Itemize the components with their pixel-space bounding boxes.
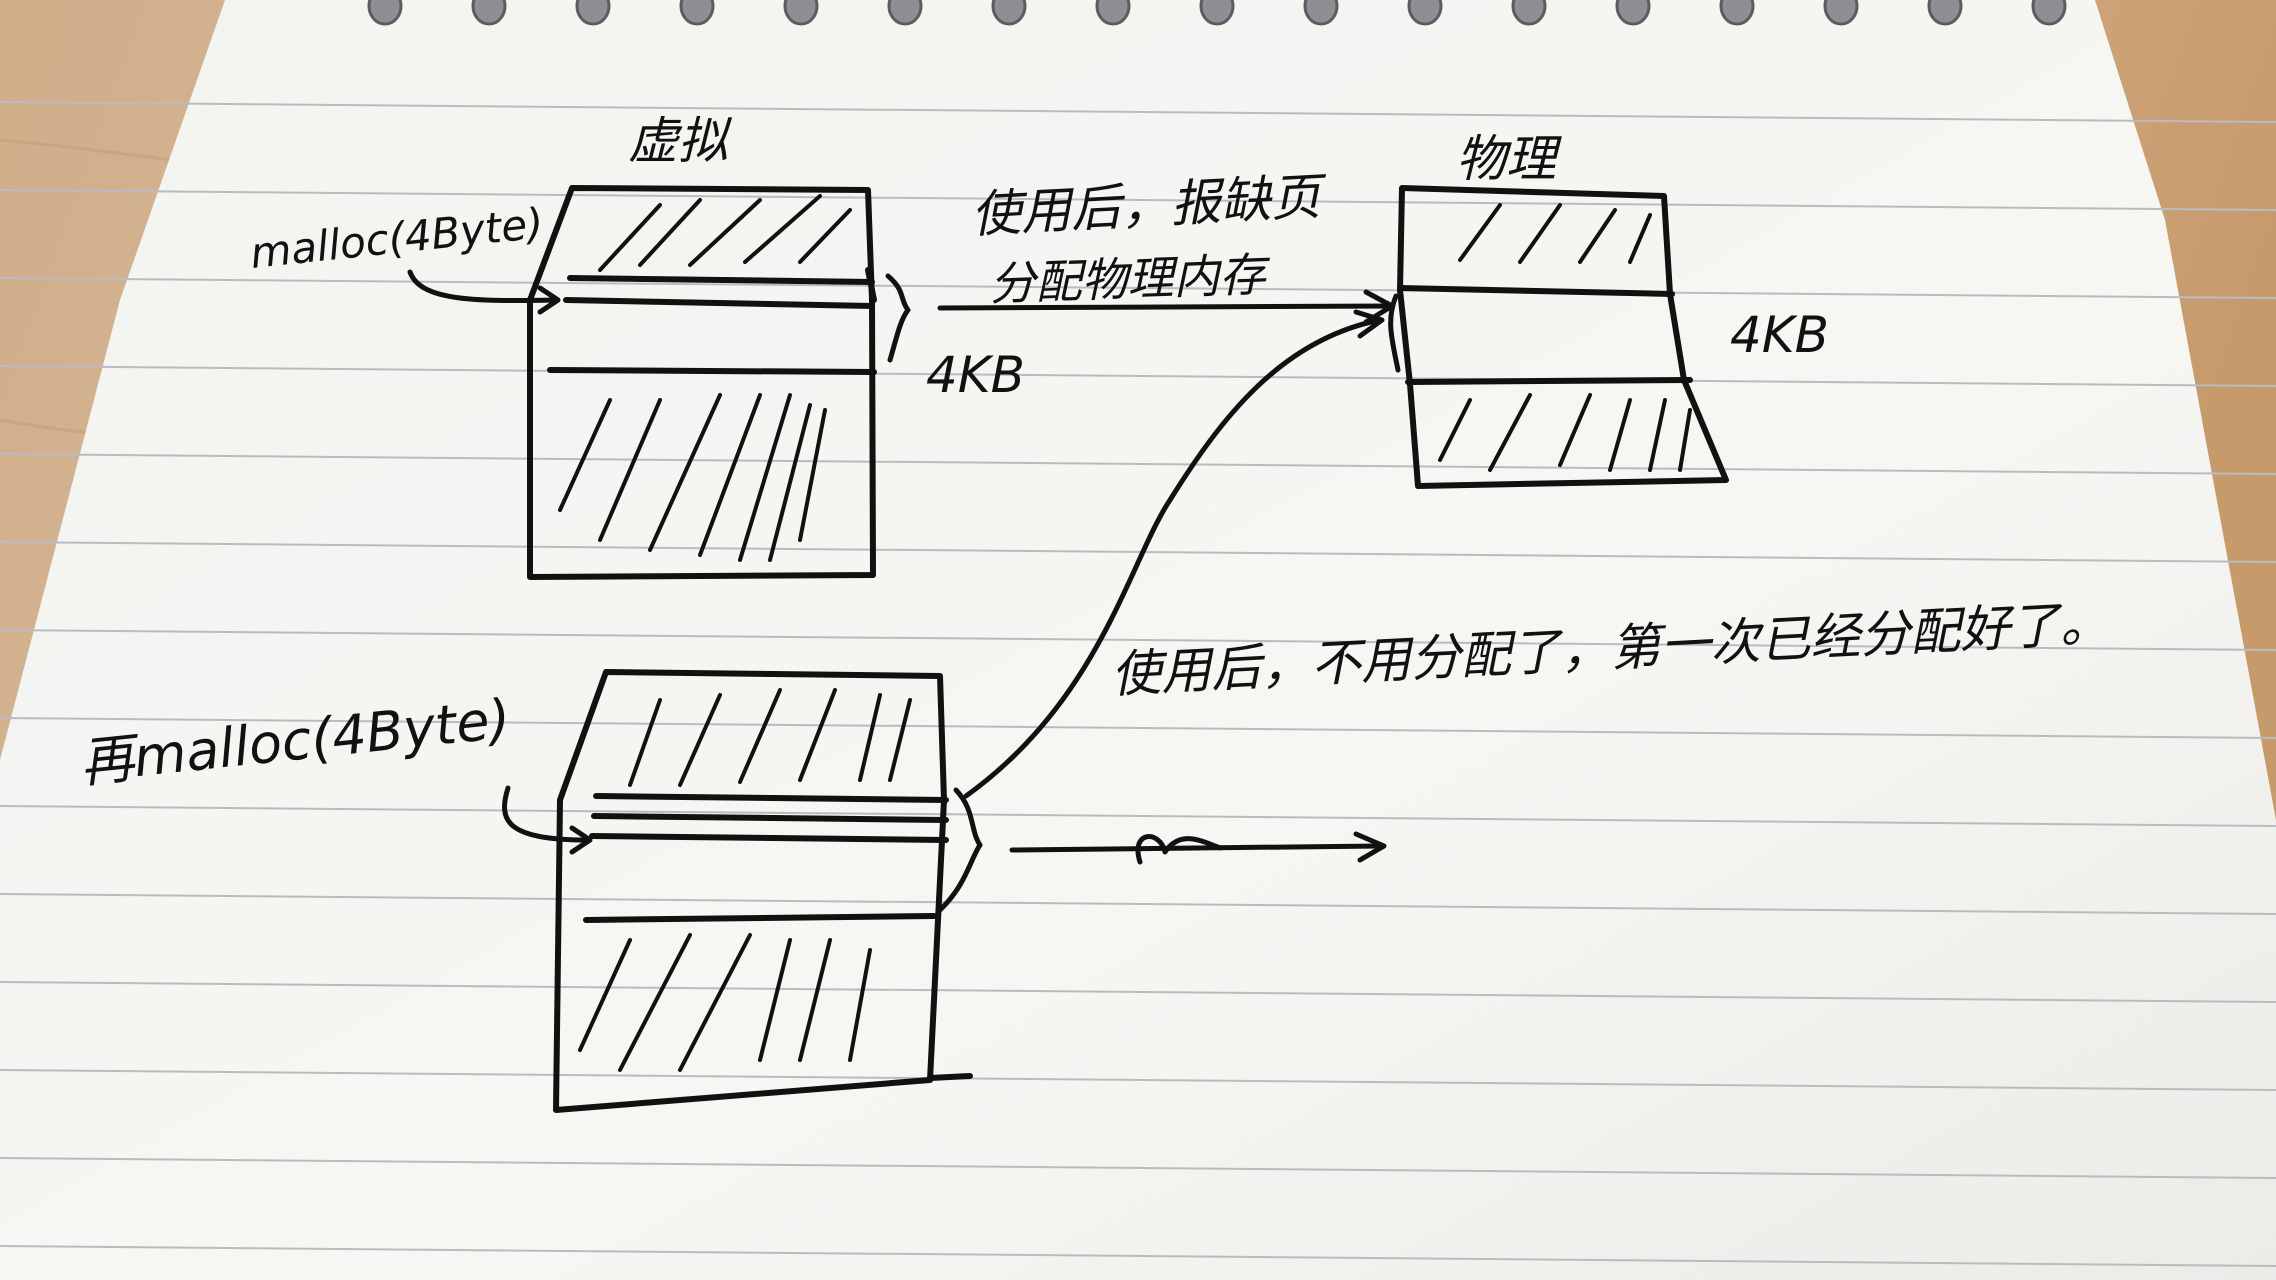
ruled-line — [0, 1157, 2276, 1179]
arrow-malloc-second — [502, 785, 593, 855]
spiral-binding-ring — [1823, 0, 1859, 26]
spiral-binding-ring — [991, 0, 1027, 26]
ruled-line — [0, 277, 2276, 299]
ruled-line — [0, 629, 2276, 651]
spiral-binding-ring — [887, 0, 923, 26]
spiral-binding-ring — [679, 0, 715, 26]
ruled-line — [0, 981, 2276, 1003]
spiral-binding-ring — [367, 0, 2067, 26]
spiral-binding-ring — [575, 0, 611, 26]
spiral-binding-ring — [783, 0, 819, 26]
arrow-malloc-first — [407, 269, 561, 315]
allocated-hatching — [578, 688, 912, 1072]
spiral-binding-ring — [1199, 0, 1235, 26]
spiral-binding-ring — [2031, 0, 2067, 26]
ruled-line — [0, 189, 2276, 211]
allocated-hatching — [1438, 203, 1692, 472]
ruled-line — [0, 1245, 2276, 1267]
label-virtual: 虚拟 — [628, 112, 733, 170]
label-size-virtual: 4KB — [926, 346, 1025, 404]
ruled-line — [0, 893, 2276, 915]
brace-4kb — [885, 273, 1401, 913]
spiral-binding-ring — [1303, 0, 1339, 26]
spiral-binding-ring — [367, 0, 403, 26]
ruled-line — [0, 717, 2276, 739]
spiral-binding-ring — [1095, 0, 1131, 26]
ruled-lines — [0, 101, 2276, 1267]
arrow-no-allocation — [1009, 831, 1387, 865]
spiral-binding-ring — [1407, 0, 1443, 26]
virtual-memory-block-bottom — [553, 669, 973, 1113]
label-physical: 物理 — [1456, 130, 1562, 188]
ruled-line — [0, 805, 2276, 827]
spiral-binding-ring — [1615, 0, 1651, 26]
spiral-binding-ring — [1719, 0, 1755, 26]
physical-memory-block — [1397, 185, 1729, 489]
label-size-physical: 4KB — [1730, 306, 1829, 364]
spiral-binding-ring — [471, 0, 507, 26]
spiral-binding-ring — [1927, 0, 1963, 26]
ruled-line — [0, 365, 2276, 387]
ruled-line — [0, 1069, 2276, 1091]
ruled-line — [0, 541, 2276, 563]
arrow-reuse-mapping — [963, 309, 1385, 799]
allocated-hatching — [558, 194, 852, 562]
annotation-allocate-physical: 分配物理内存 — [988, 247, 1272, 311]
spiral-binding-ring — [1511, 0, 1547, 26]
ruled-line — [0, 101, 2276, 123]
ruled-line — [0, 453, 2276, 475]
